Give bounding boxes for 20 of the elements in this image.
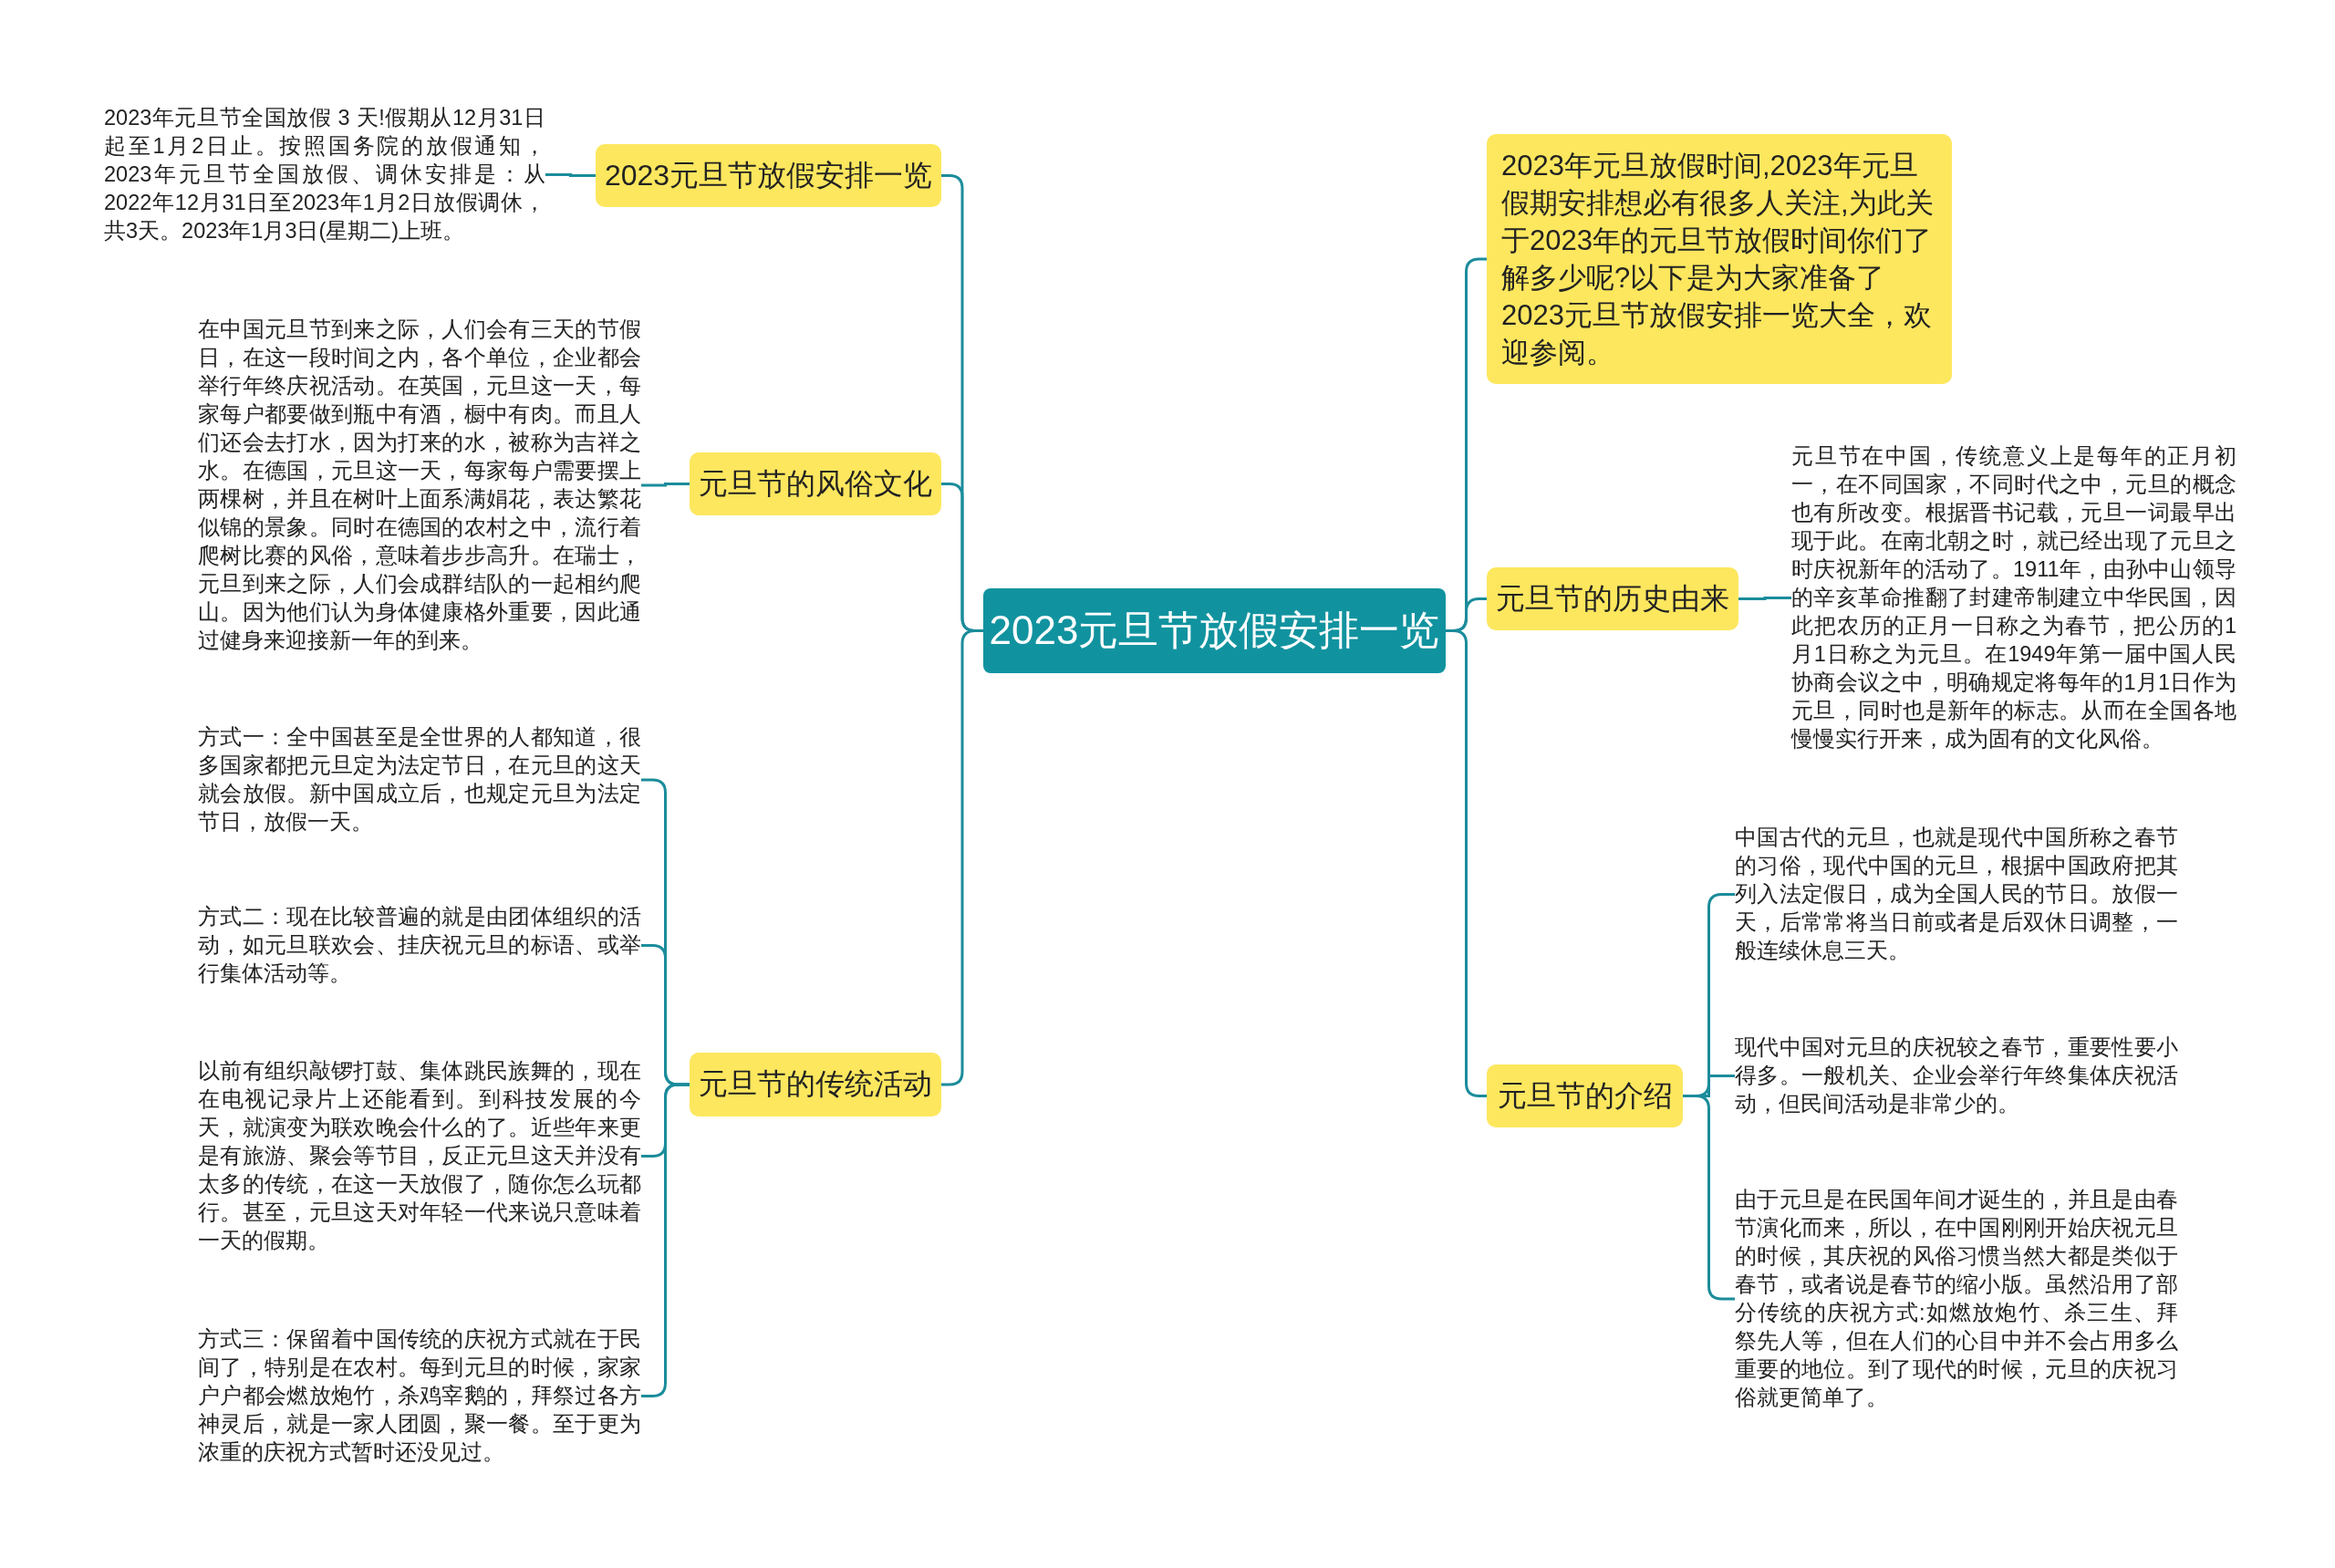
note-text: 元旦节在中国，传统意义上是每年的正月初一，在不同国家，不同时代之中，元旦的概念也有所改变。根据晋书记载，元旦一词最早出现于此。在南北朝之时，就已经出现了元旦之时庆祝新年的活动了。1911年，由孙中山领导的辛亥革命推翻了封建帝制建立中华民国，因此把农历的正月一日称之为春节，把公历的1月1日称之为元旦。在1949年第一届中国人民协商会议之中，明确规定将每年的1月1日作为元旦，同时也是新年的标志。从而在全国各地慢慢实行开来，成为固有的文化风俗。 [1791,442,2236,753]
connector-line [1738,597,1791,600]
note-text: 现代中国对元旦的庆祝较之春节，重要性要小得多。一般机关、企业会举行年终集体庆祝活动，但民间活动是非常少的。 [1735,1033,2178,1118]
connector-line [545,173,596,177]
topic-box: 元旦节的历史由来 [1487,567,1738,630]
topic-box: 元旦节的传统活动 [690,1053,941,1116]
note-text: 方式三：保留着中国传统的庆祝方式就在于民间了，特别是在农村。每到元旦的时候，家家户户都会燃放炮竹，杀鸡宰鹅的，拜祭过各方神灵后，就是一家人团圆，聚一餐。至于更为浓重的庆祝方式暂时还没见过。 [198,1325,641,1467]
topic-box: 2023元旦节放假安排一览 [596,144,941,207]
note-text: 以前有组织敲锣打鼓、集体跳民族舞的，现在在电视记录片上还能看到。到科技发展的今天，就演变为联欢晚会什么的了。近些年来更是有旅游、聚会等节目，反正元旦这天并没有太多的传统，在这一天放假了，随你怎么玩都行。甚至，元旦这天对年轻一代来说只意味着一天的假期。 [198,1057,641,1255]
central-topic-box: 2023元旦节放假安排一览 [983,588,1446,673]
topic-box: 2023年元旦放假时间,2023年元旦假期安排想必有很多人关注,为此关于2023年的元旦节放假时间你们了解多少呢?以下是为大家准备了2023元旦节放假安排一览大全，欢迎参阅。 [1487,134,1952,384]
note-text: 中国古代的元旦，也就是现代中国所称之春节的习俗，现代中国的元旦，根据中国政府把其列入法定假日，成为全国人民的节日。放假一天，后常常将当日前或者是后双休日调整，一般连续休息三天。 [1735,824,2178,965]
connector-line [641,483,690,487]
note-text: 由于元旦是在民国年间才诞生的，并且是由春节演化而来，所以，在中国刚刚开始庆祝元旦的时候，其庆祝的风俗习惯当然大都是类似于春节，或者说是春节的缩小版。虽然沿用了部分传统的庆祝方式:如燃放炮竹、杀三生、拜祭先人等，但在人们的心目中并不会占用多么重要的地位。到了现代的时候，元旦的庆祝习俗就更简单了。 [1735,1186,2178,1412]
note-text: 方式二：现在比较普遍的就是由团体组织的活动，如元旦联欢会、挂庆祝元旦的标语、或举行集体活动等。 [198,903,641,988]
note-text: 方式一：全中国甚至是全世界的人都知道，很多国家都把元旦定为法定节日，在元旦的这天就会放假。新中国成立后，也规定元旦为法定节日，放假一天。 [198,723,641,836]
note-text: 在中国元旦节到来之际，人们会有三天的节假日，在这一段时间之内，各个单位，企业都会举行年终庆祝活动。在英国，元旦这一天，每家每户都要做到瓶中有酒，橱中有肉。而且人们还会去打水，因为打来的水，被称为吉祥之水。在德国，元旦这一天，每家每户需要摆上两棵树，并且在树叶上面系满娟花，表达繁花似锦的景象。同时在德国的农村之中，流行着爬树比赛的风俗，意味着步步高升。在瑞士，元旦到来之际，人们会成群结队的一起相约爬山。因为他们认为身体健康格外重要，因此通过健身来迎接新一年的到来。 [198,316,641,655]
note-text: 2023年元旦节全国放假 3 天!假期从12月31日起至1月2日止。按照国务院的放假通知，2023年元旦节全国放假、调休安排是：从2022年12月31日至2023年1月2日放假调休，共3天。2023年1月3日(星期二)上班。 [104,104,545,245]
topic-box: 元旦节的介绍 [1487,1064,1683,1127]
topic-box: 元旦节的风俗文化 [690,452,941,515]
